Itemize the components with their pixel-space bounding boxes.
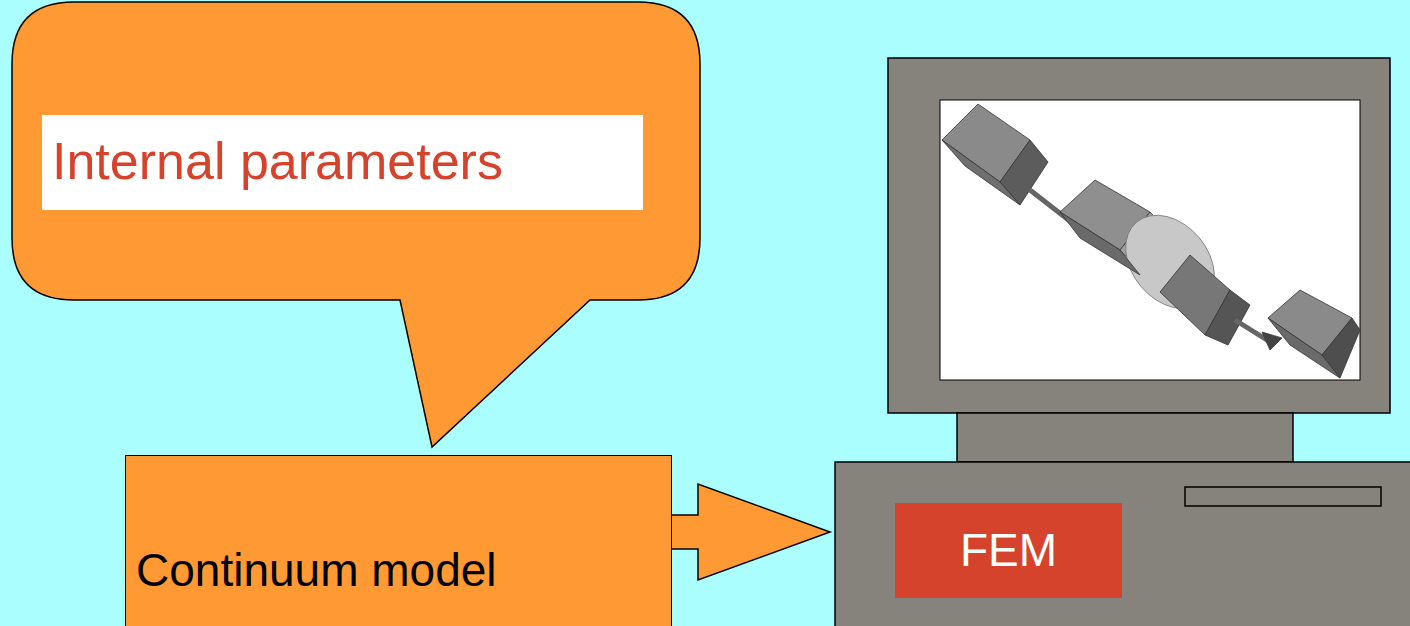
monitor-stand [957, 413, 1293, 462]
twisted-specimen [942, 104, 1360, 378]
block-arrow [671, 484, 830, 580]
monitor-housing [888, 58, 1390, 413]
label-box: FEM [895, 503, 1122, 598]
callout-text: Internal parameters [42, 115, 643, 210]
process-box: Continuum model [125, 455, 672, 626]
fem-label: FEM [895, 503, 1122, 598]
bubble-shape [12, 2, 700, 447]
computer-base [835, 462, 1410, 626]
drive-slot [1185, 487, 1381, 506]
speech-bubble: Internal parameters [12, 2, 700, 300]
monitor-screen [940, 100, 1360, 380]
box-label: Continuum model [136, 544, 497, 597]
